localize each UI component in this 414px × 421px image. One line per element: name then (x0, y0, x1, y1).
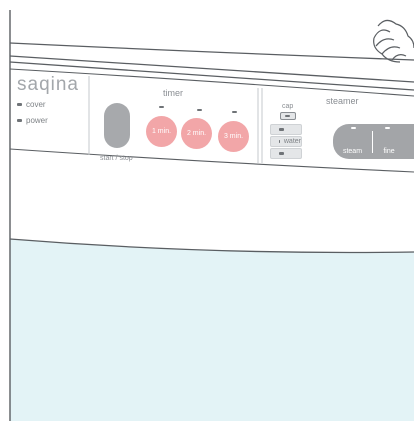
water-level-mid: water (270, 136, 302, 147)
water-tank (10, 239, 414, 421)
power-led (17, 119, 22, 122)
timer-3min-button[interactable]: 3 min. (218, 121, 249, 152)
steam-label: steam (343, 148, 362, 155)
water-level-indicator: water (270, 124, 302, 160)
water-label: water (284, 138, 301, 145)
rotary-knob-icon (374, 20, 414, 62)
timer-1min-button[interactable]: 1 min. (146, 116, 177, 147)
water-level-low (270, 148, 302, 159)
cap-led (285, 115, 290, 117)
water-level-high (270, 124, 302, 135)
steam-button-group: steam fine (333, 124, 414, 159)
indicator-cover: cover (17, 100, 46, 109)
timer-2min-button[interactable]: 2 min. (181, 118, 212, 149)
steamer-title: steamer (326, 96, 359, 106)
fine-label: fine (383, 148, 394, 155)
timer-3min-led (232, 111, 237, 113)
cap-indicator (280, 112, 296, 120)
timer-2min-label: 2 min. (187, 130, 206, 137)
brand-logo: saqina (17, 74, 79, 96)
steam-button[interactable]: steam (333, 124, 372, 159)
timer-1min-label: 1 min. (152, 128, 171, 135)
cover-led (17, 103, 22, 106)
indicator-power: power (17, 116, 48, 125)
cap-label: cap (282, 103, 293, 110)
timer-3min-label: 3 min. (224, 133, 243, 140)
start-stop-label: start / stop (100, 155, 133, 162)
indicator-cover-label: cover (26, 100, 46, 109)
timer-2min-led (197, 109, 202, 111)
indicator-power-label: power (26, 116, 48, 125)
timer-title: timer (163, 88, 183, 98)
fine-button[interactable]: fine (373, 124, 405, 159)
start-stop-button[interactable] (104, 103, 130, 148)
timer-1min-led (159, 106, 164, 108)
